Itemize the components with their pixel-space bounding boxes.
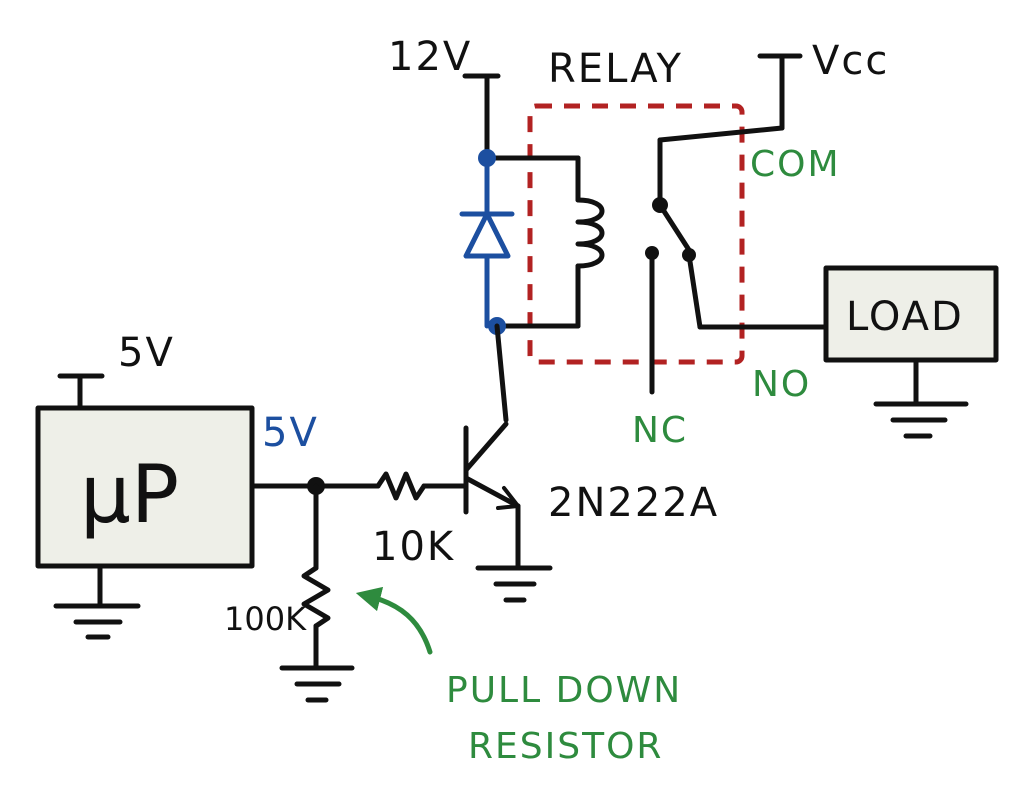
pulldown-arrow	[355, 586, 433, 655]
vcc-supply-symbol	[657, 53, 803, 143]
load-ground-symbol	[873, 357, 969, 439]
load-label: LOAD	[846, 294, 964, 340]
com-label: COM	[750, 144, 841, 185]
collector-wire	[494, 323, 509, 423]
mcu-label: μP	[80, 448, 179, 541]
mcu-supply-symbol	[57, 373, 105, 411]
base-resistor	[375, 471, 427, 501]
relay-label: RELAY	[548, 46, 683, 92]
relay-outline	[527, 103, 745, 365]
pulldown-note-line1: PULL DOWN	[446, 670, 682, 711]
no-label: NO	[752, 364, 811, 405]
flyback-diode	[459, 149, 515, 335]
supply-12v-symbol	[462, 73, 501, 161]
base-resistor-label: 10K	[372, 524, 455, 570]
relay-coil	[484, 155, 605, 329]
transistor-label: 2N222A	[548, 480, 719, 526]
load-box	[823, 265, 999, 363]
pulldown-resistor-label: 100K	[224, 600, 307, 638]
mcu-ground-symbol	[53, 563, 141, 640]
nc-label: NC	[632, 410, 688, 451]
relay-switch	[645, 137, 829, 395]
mcu-supply-label: 5V	[118, 330, 175, 376]
pulldown-note-line2: RESISTOR	[468, 726, 663, 767]
transistor-symbol	[463, 421, 553, 603]
pulldown-resistor	[279, 483, 355, 703]
mcu-output-label: 5V	[262, 410, 319, 456]
mcu-box	[35, 405, 255, 569]
vcc-label: Vcc	[812, 38, 889, 84]
supply-12v-label: 12V	[388, 34, 472, 80]
